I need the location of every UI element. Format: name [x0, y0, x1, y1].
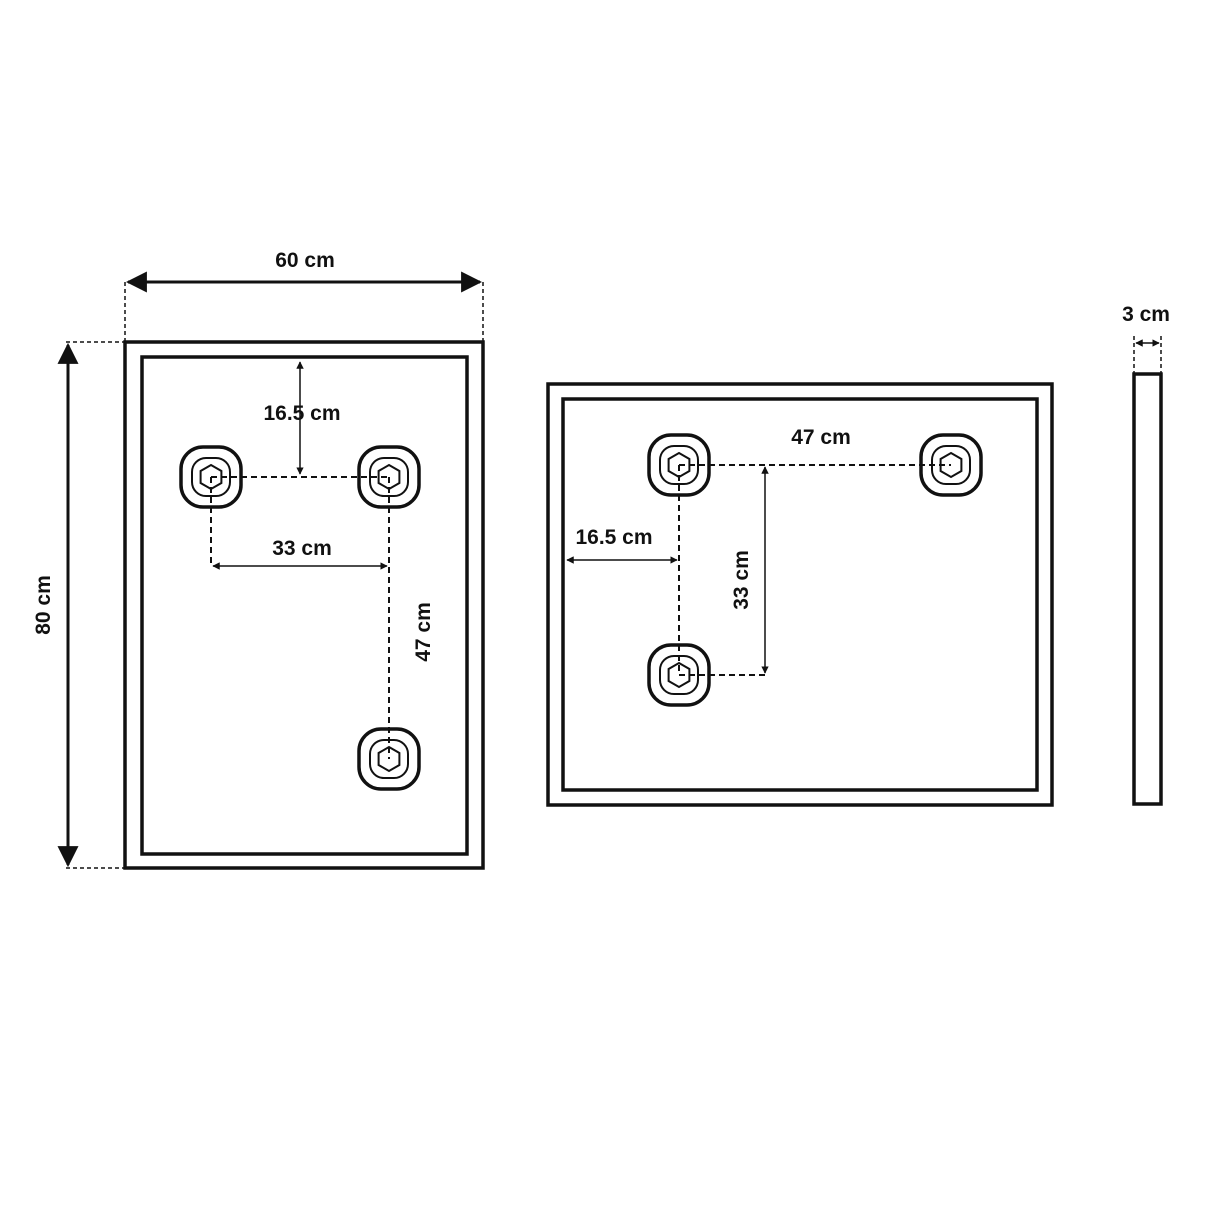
portrait-width-label: 60 cm [275, 249, 335, 272]
portrait-outer-frame [123, 340, 485, 870]
landscape-outer-frame [546, 382, 1054, 807]
side-view: 3 cm [1122, 303, 1170, 806]
landscape-mirror: 47 cm 16.5 cm 33 cm [546, 382, 1054, 807]
side-view-profile [1132, 372, 1163, 806]
portrait-hook-spacing-label: 33 cm [272, 537, 332, 560]
landscape-vertical-spacing-label: 33 cm [730, 550, 753, 610]
portrait-inner-frame [140, 355, 469, 856]
landscape-inner-frame [561, 397, 1039, 792]
portrait-height-label: 80 cm [32, 575, 55, 635]
portrait-vertical-spacing-label: 47 cm [412, 602, 435, 662]
portrait-top-offset-label: 16.5 cm [263, 402, 340, 425]
landscape-hook-spacing-label: 47 cm [791, 426, 851, 449]
landscape-side-offset-label: 16.5 cm [575, 526, 652, 549]
side-view-depth-label: 3 cm [1122, 303, 1170, 326]
portrait-mirror: 60 cm 80 cm 16.5 cm 33 cm 47 cm [32, 249, 485, 870]
